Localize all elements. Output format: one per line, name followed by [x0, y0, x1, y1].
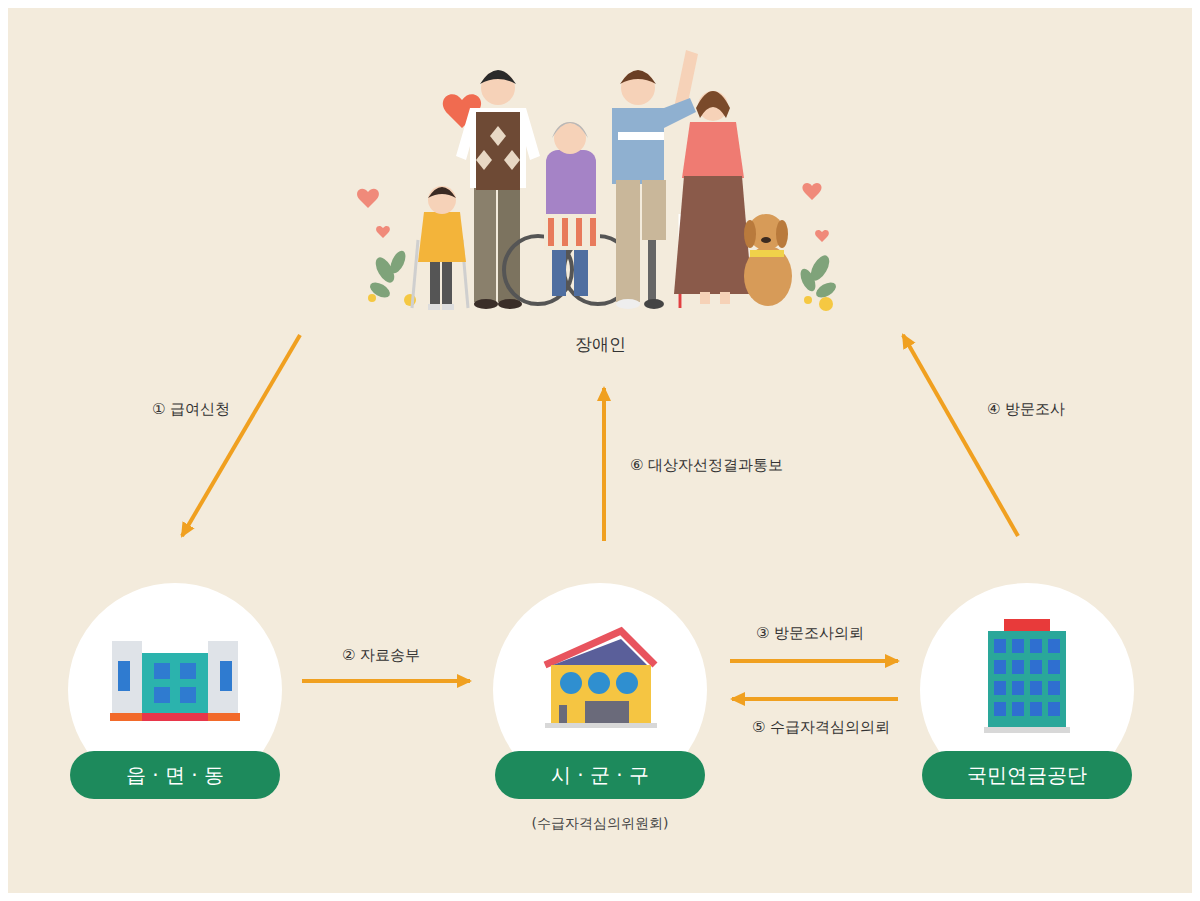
step-label: ⑤ 수급자격심의의뢰: [750, 718, 892, 737]
node-label-pill: 국민연금공단: [922, 751, 1132, 799]
flow-arrow: [182, 335, 300, 536]
node-title: 장애인: [300, 333, 900, 356]
office-node: 시 · 군 · 구(수급자격심의위원회): [493, 583, 707, 801]
flow-arrow: [302, 679, 470, 683]
step-label: ⑥ 대상자선정결과통보: [628, 456, 785, 475]
flow-arrow: [730, 659, 898, 663]
flow-arrow: [903, 335, 1018, 536]
office-node: 읍 · 면 · 동: [68, 583, 282, 801]
person-group: 장애인: [300, 55, 900, 365]
step-label: ① 급여신청: [150, 400, 232, 419]
step-label: ③ 방문조사의뢰: [754, 624, 866, 643]
step-label: ④ 방문조사: [985, 400, 1067, 419]
office-node: 국민연금공단: [920, 583, 1134, 801]
node-label-pill: 읍 · 면 · 동: [70, 751, 280, 799]
step-label: ② 자료송부: [340, 646, 422, 665]
flow-arrow: [602, 388, 606, 541]
flow-arrow: [732, 697, 898, 701]
node-label-pill: 시 · 군 · 구: [495, 751, 705, 799]
node-subtitle: (수급자격심의위원회): [493, 815, 707, 833]
